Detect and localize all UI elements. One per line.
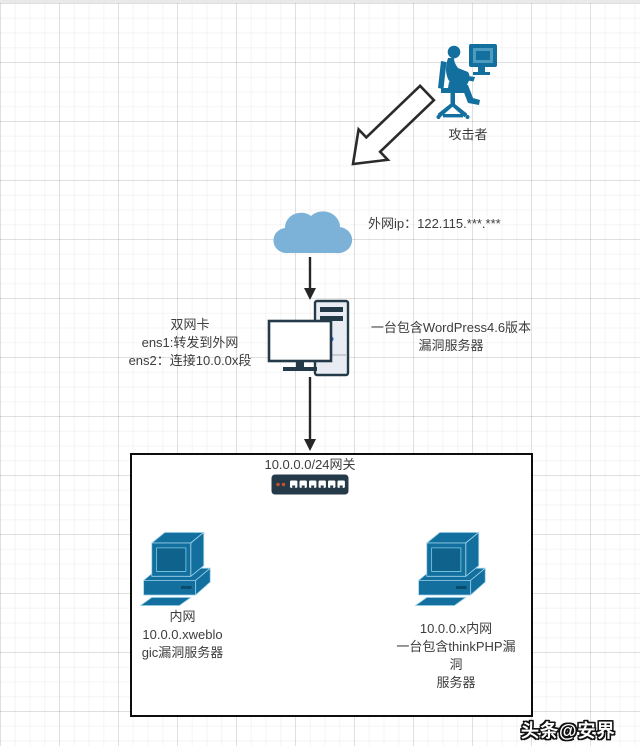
gateway-label: 10.0.0.0/24网关 — [264, 457, 356, 472]
switch-icon — [271, 474, 349, 495]
lan-left-line2: 10.0.0.xweblo — [142, 627, 223, 642]
lan-right-line3: 洞 — [449, 657, 463, 672]
lan-right-line4: 服务器 — [436, 675, 476, 690]
external-ip-label: 外网ip：122.115.***.*** — [368, 216, 501, 231]
server-to-lan-arrowhead — [304, 439, 316, 451]
watermark: 头条@安界 — [521, 721, 616, 741]
lan-left-line1: 内网 — [169, 609, 196, 624]
lan-right-line2: 一台包含thinkPHP漏 — [396, 639, 516, 654]
chair-seat — [441, 88, 465, 93]
attacker-label: 攻击者 — [448, 127, 488, 142]
nic-note-line2: ens1:转发到外网 — [141, 335, 239, 350]
nic-note: 双网卡 ens1:转发到外网 ens2：连接10.0.0x段 — [106, 316, 274, 370]
server-monitor-icon — [267, 319, 333, 371]
chair-back — [438, 61, 447, 89]
attack-arrow — [351, 83, 436, 166]
lan-computer-left-icon — [139, 532, 211, 606]
lan-computer-right-icon — [414, 532, 486, 606]
lan-right-label: 10.0.0.x内网 一台包含thinkPHP漏 洞 服务器 — [378, 620, 534, 692]
attacker-icon — [436, 44, 497, 119]
switch-ports — [290, 480, 345, 488]
lan-right-line1: 10.0.0.x内网 — [419, 621, 493, 636]
edge-server-description: 一台包含WordPress4.6版本 漏洞服务器 — [356, 319, 546, 355]
attacker-head — [447, 45, 461, 59]
chair-base — [437, 102, 468, 118]
nic-note-line3: ens2：连接10.0.0x段 — [128, 353, 252, 368]
edge-server-icon — [267, 299, 350, 377]
lan-left-line3: gic漏洞服务器 — [141, 645, 224, 660]
cloud-icon — [273, 211, 353, 254]
edge-server-desc-line2: 漏洞服务器 — [418, 338, 484, 353]
edge-server-desc-line1: 一台包含WordPress4.6版本 — [370, 320, 532, 335]
nic-note-line1: 双网卡 — [170, 317, 210, 332]
lan-left-label: 内网 10.0.0.xweblo gic漏洞服务器 — [110, 608, 255, 662]
